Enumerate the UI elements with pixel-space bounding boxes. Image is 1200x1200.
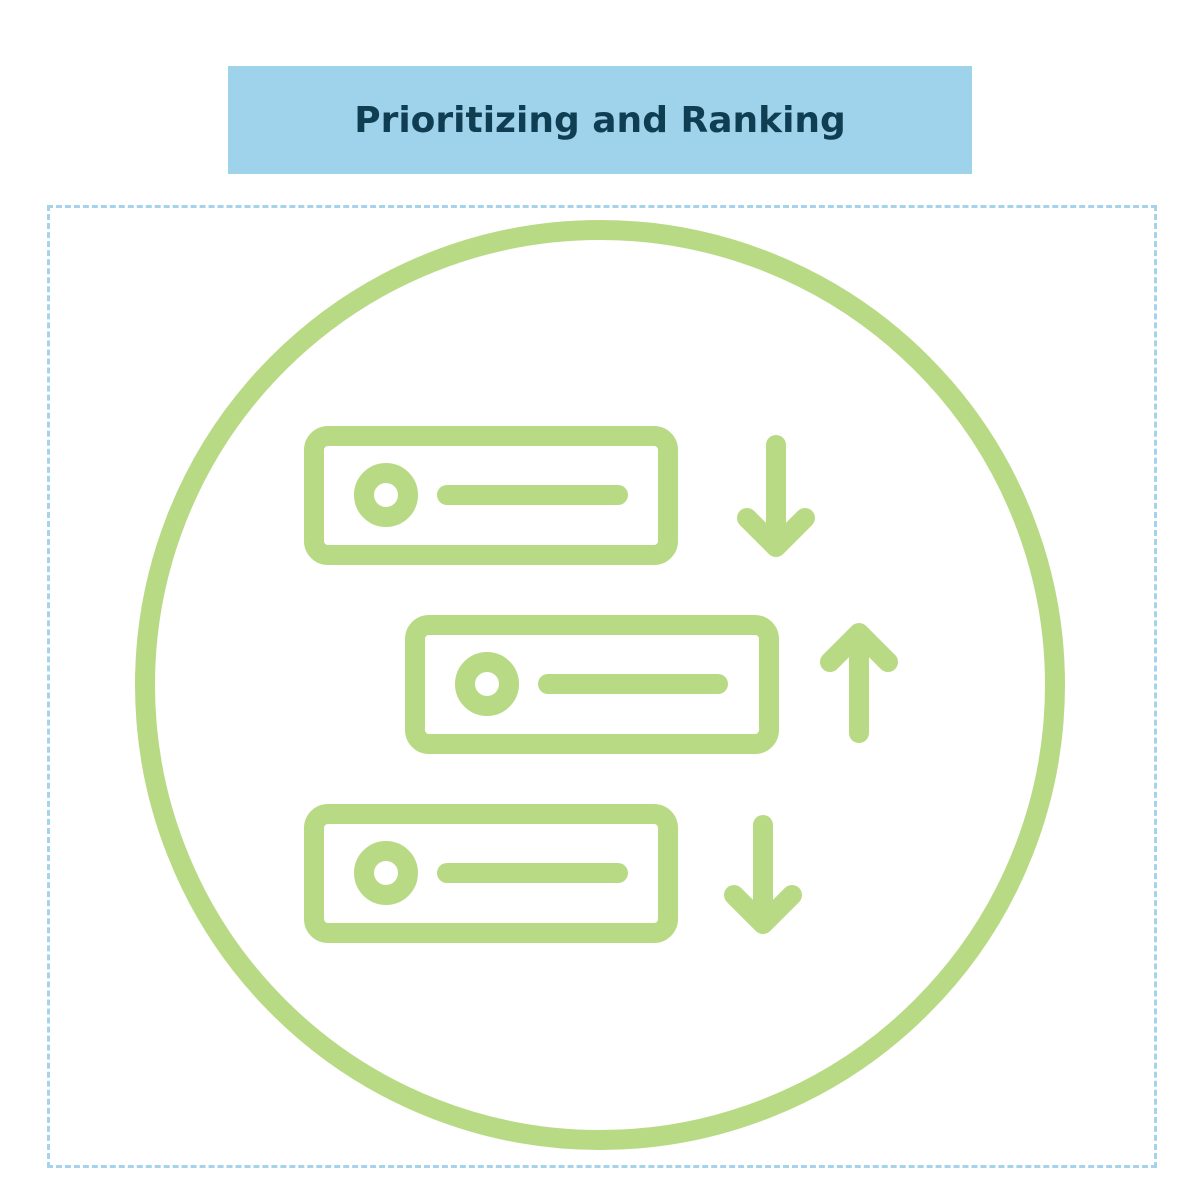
circle-outline xyxy=(135,220,1065,1150)
list-item-2 xyxy=(405,615,779,754)
arrow-down-icon xyxy=(724,815,802,934)
title-banner: Prioritizing and Ranking xyxy=(228,66,972,174)
dashed-frame xyxy=(47,205,1157,1168)
arrow-down-icon xyxy=(737,435,815,557)
arrow-up-icon xyxy=(820,623,898,743)
title-text: Prioritizing and Ranking xyxy=(354,99,846,141)
list-item-1 xyxy=(304,426,678,565)
list-item-3 xyxy=(304,804,678,943)
